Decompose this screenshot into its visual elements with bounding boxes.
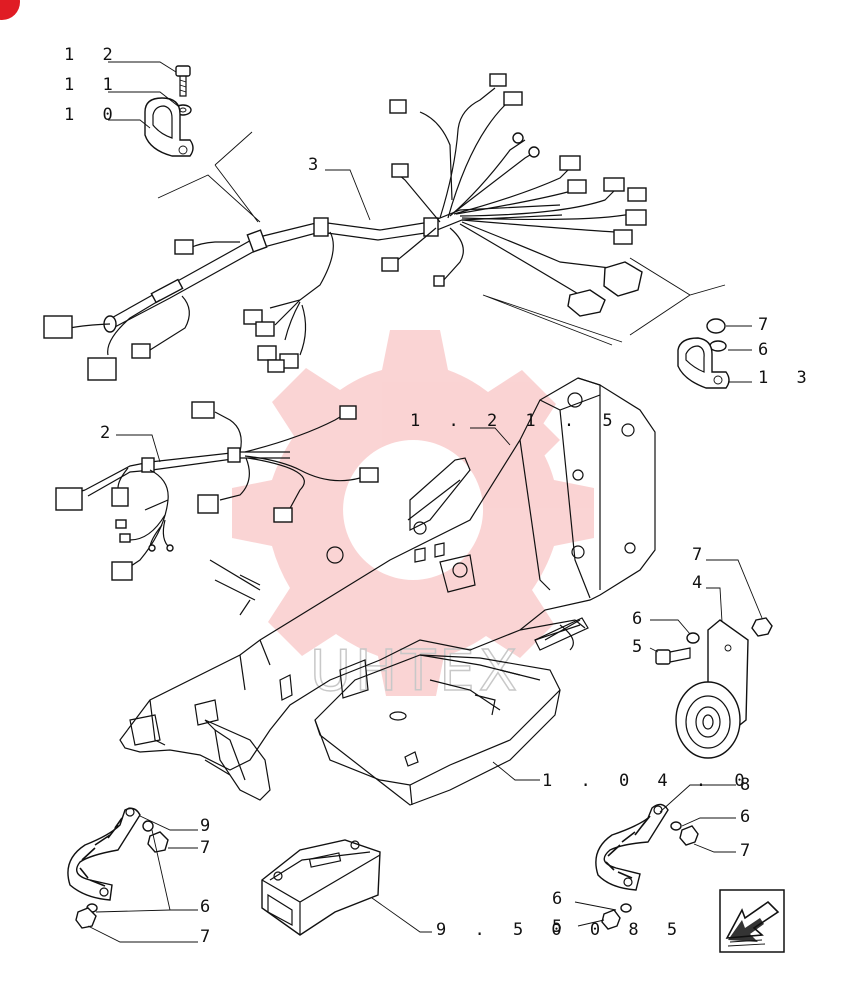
callout-6-strap8-b: 6 <box>552 889 571 909</box>
washer-6-strap8 <box>670 821 682 831</box>
washer-6-clamp <box>709 340 727 352</box>
callout-6-clamp: 6 <box>758 340 777 360</box>
callout-7-strap9: 7 <box>200 838 219 858</box>
callout-7-strap8: 7 <box>740 841 759 861</box>
callout-1-21-5: 1 . 2 1 . 5 <box>410 411 622 431</box>
nut-7-horn <box>751 617 773 637</box>
horn-4 <box>675 619 749 759</box>
callout-11: 1 1 <box>64 75 122 95</box>
callout-2: 2 <box>100 423 119 443</box>
washer-6-strap8-b <box>620 903 632 913</box>
callout-6-strap8: 6 <box>740 807 759 827</box>
bolt-12 <box>175 65 191 97</box>
callout-8: 8 <box>740 775 759 795</box>
callout-3: 3 <box>308 155 327 175</box>
callout-7-horn: 7 <box>692 545 711 565</box>
nut-7-strap9-b <box>75 907 97 929</box>
callout-10: 1 0 <box>64 105 122 125</box>
callout-7-strap9-b: 7 <box>200 927 219 947</box>
clamp-13 <box>677 337 730 389</box>
frame-1-21-5 <box>119 377 656 801</box>
callout-7-clamp: 7 <box>758 315 777 335</box>
nut-7-clamp <box>706 318 726 334</box>
ground-strap-9 <box>67 807 141 901</box>
washer-6-strap9 <box>142 820 154 832</box>
watermark-gear <box>232 330 594 696</box>
callout-13: 1 3 <box>758 368 816 388</box>
arrow-icon <box>728 918 764 942</box>
callout-1-04-0: 1 . 0 4 . 0 <box>542 771 754 791</box>
wiring-harness-3 <box>43 73 647 381</box>
nut-7-strap8 <box>679 825 699 846</box>
guide-lines-top <box>157 131 261 223</box>
callout-6-horn: 6 <box>632 609 651 629</box>
bolt-5-horn <box>655 647 691 665</box>
direction-arrow-box <box>719 889 785 953</box>
callout-6-strap9: 6 <box>200 897 219 917</box>
callout-4: 4 <box>692 573 711 593</box>
corner-mark <box>0 0 20 20</box>
nut-7-strap9 <box>147 831 169 853</box>
wiring-harness-2 <box>55 401 379 581</box>
callout-5-horn: 5 <box>632 637 651 657</box>
battery-9-50085 <box>261 839 381 936</box>
guide-lines-right <box>482 257 726 346</box>
washer-6-horn <box>686 632 700 644</box>
callout-12: 1 2 <box>64 45 122 65</box>
watermark-text: UHTEX <box>310 639 521 704</box>
leader-lines <box>87 61 763 943</box>
clamp-10 <box>144 97 194 157</box>
callout-9-50085: 9 . 5 0 0 8 5 <box>436 920 686 940</box>
callout-9: 9 <box>200 816 219 836</box>
callout-5-strap8: 5 <box>552 917 571 937</box>
tank-1-04-0 <box>314 654 561 806</box>
ground-strap-8 <box>595 803 669 891</box>
